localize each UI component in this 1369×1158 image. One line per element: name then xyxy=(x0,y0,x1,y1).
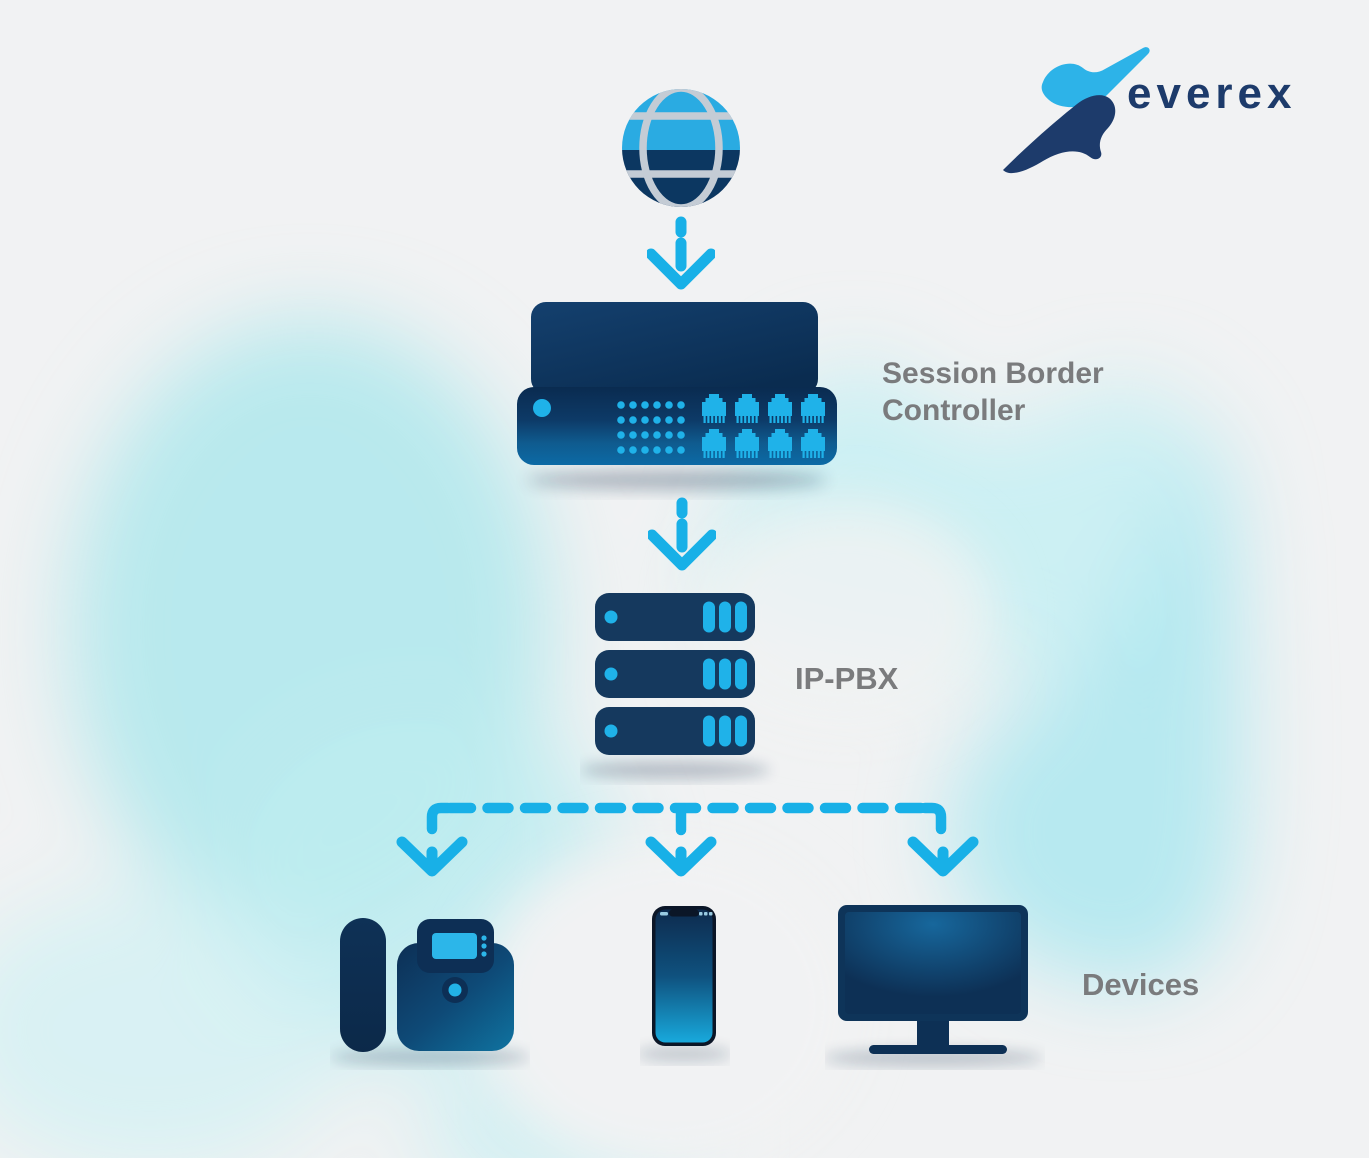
server-shadow xyxy=(580,761,770,779)
network-appliance-icon xyxy=(517,302,837,490)
everex-logo-text: everex xyxy=(1127,69,1297,118)
smartphone-notch xyxy=(669,909,699,917)
phone-shadow xyxy=(330,1048,530,1066)
sbc-label: Session Border Controller xyxy=(882,357,1104,427)
globe-south-hemisphere xyxy=(622,150,740,207)
globe-gridlines xyxy=(622,89,740,207)
dashed-corner-left xyxy=(426,802,454,835)
smartphone-icon xyxy=(640,906,730,1061)
phone-speaker-dot xyxy=(448,983,462,997)
devices-label: Devices xyxy=(1082,967,1200,1002)
branch-arrow-middle-icon xyxy=(645,836,717,877)
branch-arrow-left-icon xyxy=(396,836,468,877)
desk-phone-icon xyxy=(330,918,530,1066)
server-unit xyxy=(595,707,755,755)
smartphone-shadow xyxy=(640,1047,730,1061)
everex-logo-mark-icon xyxy=(1003,47,1150,174)
arrow-down-icon xyxy=(647,216,715,290)
monitor-screen xyxy=(845,912,1021,1014)
arrow-down-icon xyxy=(648,497,716,571)
monitor-base xyxy=(869,1045,1007,1054)
logo-swoosh-cyan xyxy=(1041,47,1150,108)
phone-screen xyxy=(432,933,477,959)
appliance-chassis xyxy=(531,302,818,394)
appliance-shadow xyxy=(527,470,827,490)
smartphone-statusbar xyxy=(660,912,713,916)
server-stack-icon xyxy=(580,593,770,779)
ippbx-label: IP-PBX xyxy=(795,661,899,696)
monitor-icon xyxy=(825,905,1043,1067)
power-led xyxy=(533,399,551,417)
dashed-corner-right xyxy=(919,802,947,835)
phone-handset xyxy=(340,918,386,1052)
server-unit xyxy=(595,593,755,641)
everex-logo xyxy=(995,40,1325,190)
logo-swoosh-navy xyxy=(1003,95,1116,174)
phone-display-buttons xyxy=(481,935,487,957)
smartphone-screen xyxy=(655,909,713,1043)
server-unit xyxy=(595,650,755,698)
globe-icon xyxy=(622,89,740,207)
branch-connector xyxy=(396,802,979,877)
branch-arrow-right-icon xyxy=(907,836,979,877)
